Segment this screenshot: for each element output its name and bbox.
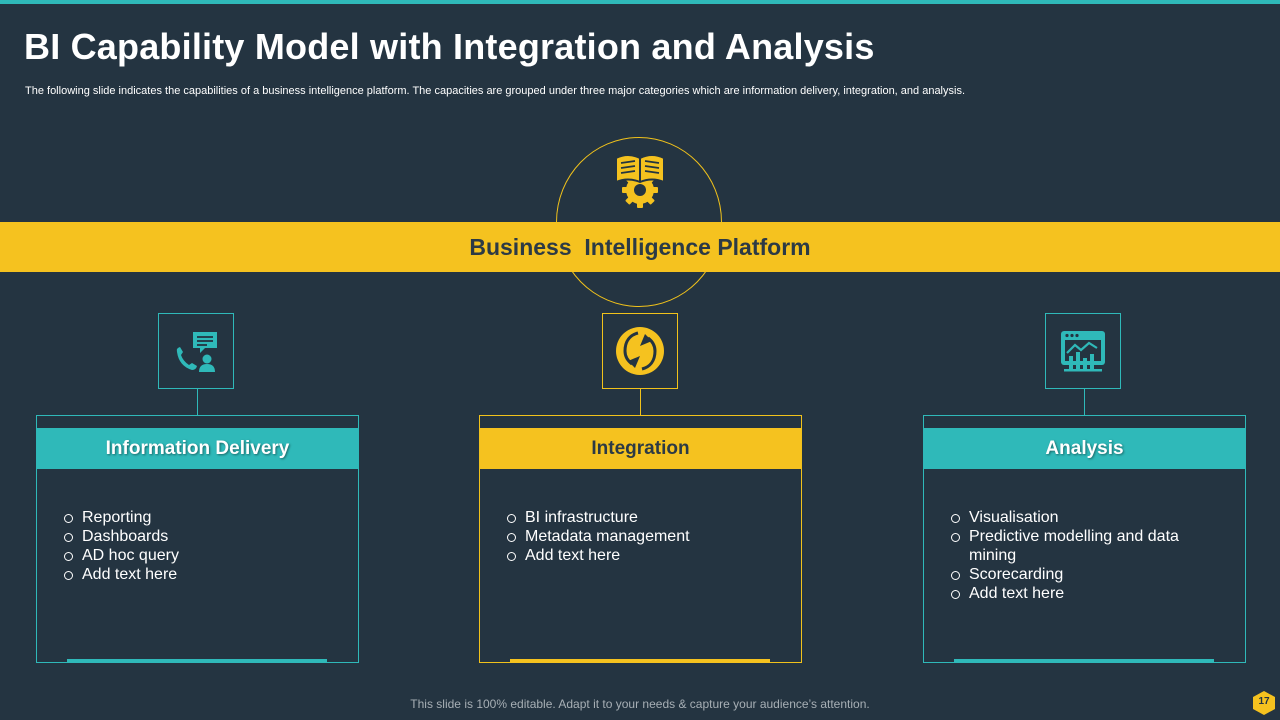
information-delivery-icon-box	[158, 313, 234, 389]
card-list: BI infrastructure Metadata management Ad…	[506, 508, 735, 565]
footer-text: This slide is 100% editable. Adapt it to…	[410, 697, 870, 711]
card-title: Information Delivery	[105, 437, 290, 459]
card-header: Integration	[480, 428, 801, 469]
sync-arrows-icon	[616, 327, 664, 375]
information-delivery-connector	[197, 389, 198, 415]
card-list: Reporting Dashboards AD hoc query Add te…	[63, 508, 292, 584]
list-item: Scorecarding	[950, 565, 1179, 584]
platform-bar: Business Intelligence Platform	[0, 222, 1280, 272]
integration-card: Integration BI infrastructure Metadata m…	[479, 415, 802, 663]
integration-icon-box	[602, 313, 678, 389]
list-item: Add text here	[506, 546, 735, 565]
integration-connector	[640, 389, 641, 415]
card-header: Analysis	[924, 428, 1245, 469]
list-item: Dashboards	[63, 527, 292, 546]
analysis-connector	[1084, 389, 1085, 415]
card-list: Visualisation Predictive modelling and d…	[950, 508, 1179, 603]
page-number-badge	[1253, 691, 1275, 715]
information-delivery-card: Information Delivery Reporting Dashboard…	[36, 415, 359, 663]
slide-title: BI Capability Model with Integration and…	[24, 26, 875, 67]
card-underline	[954, 659, 1214, 663]
list-item: AD hoc query	[63, 546, 292, 565]
list-item: BI infrastructure	[506, 508, 735, 527]
card-underline	[67, 659, 327, 663]
top-accent-strip	[0, 0, 1280, 4]
card-title: Integration	[591, 437, 690, 459]
list-item: Add text here	[63, 565, 292, 584]
platform-label: Business Intelligence Platform	[469, 233, 811, 260]
page-number: 17	[1258, 696, 1270, 707]
analysis-card: Analysis Visualisation Predictive modell…	[923, 415, 1246, 663]
call-chat-user-icon	[176, 332, 217, 372]
slide-subtitle: The following slide indicates the capabi…	[25, 85, 966, 97]
dashboard-chart-icon	[1061, 331, 1105, 372]
analysis-icon-box	[1045, 313, 1121, 389]
list-item: Add text here	[950, 584, 1179, 603]
list-item: Metadata management	[506, 527, 735, 546]
card-underline	[510, 659, 770, 663]
card-title: Analysis	[1045, 437, 1124, 459]
list-item: Reporting	[63, 508, 292, 527]
list-item: Predictive modelling and data mining	[950, 527, 1179, 565]
card-header: Information Delivery	[37, 428, 358, 469]
list-item: Visualisation	[950, 508, 1179, 527]
book-gear-icon	[615, 154, 665, 208]
